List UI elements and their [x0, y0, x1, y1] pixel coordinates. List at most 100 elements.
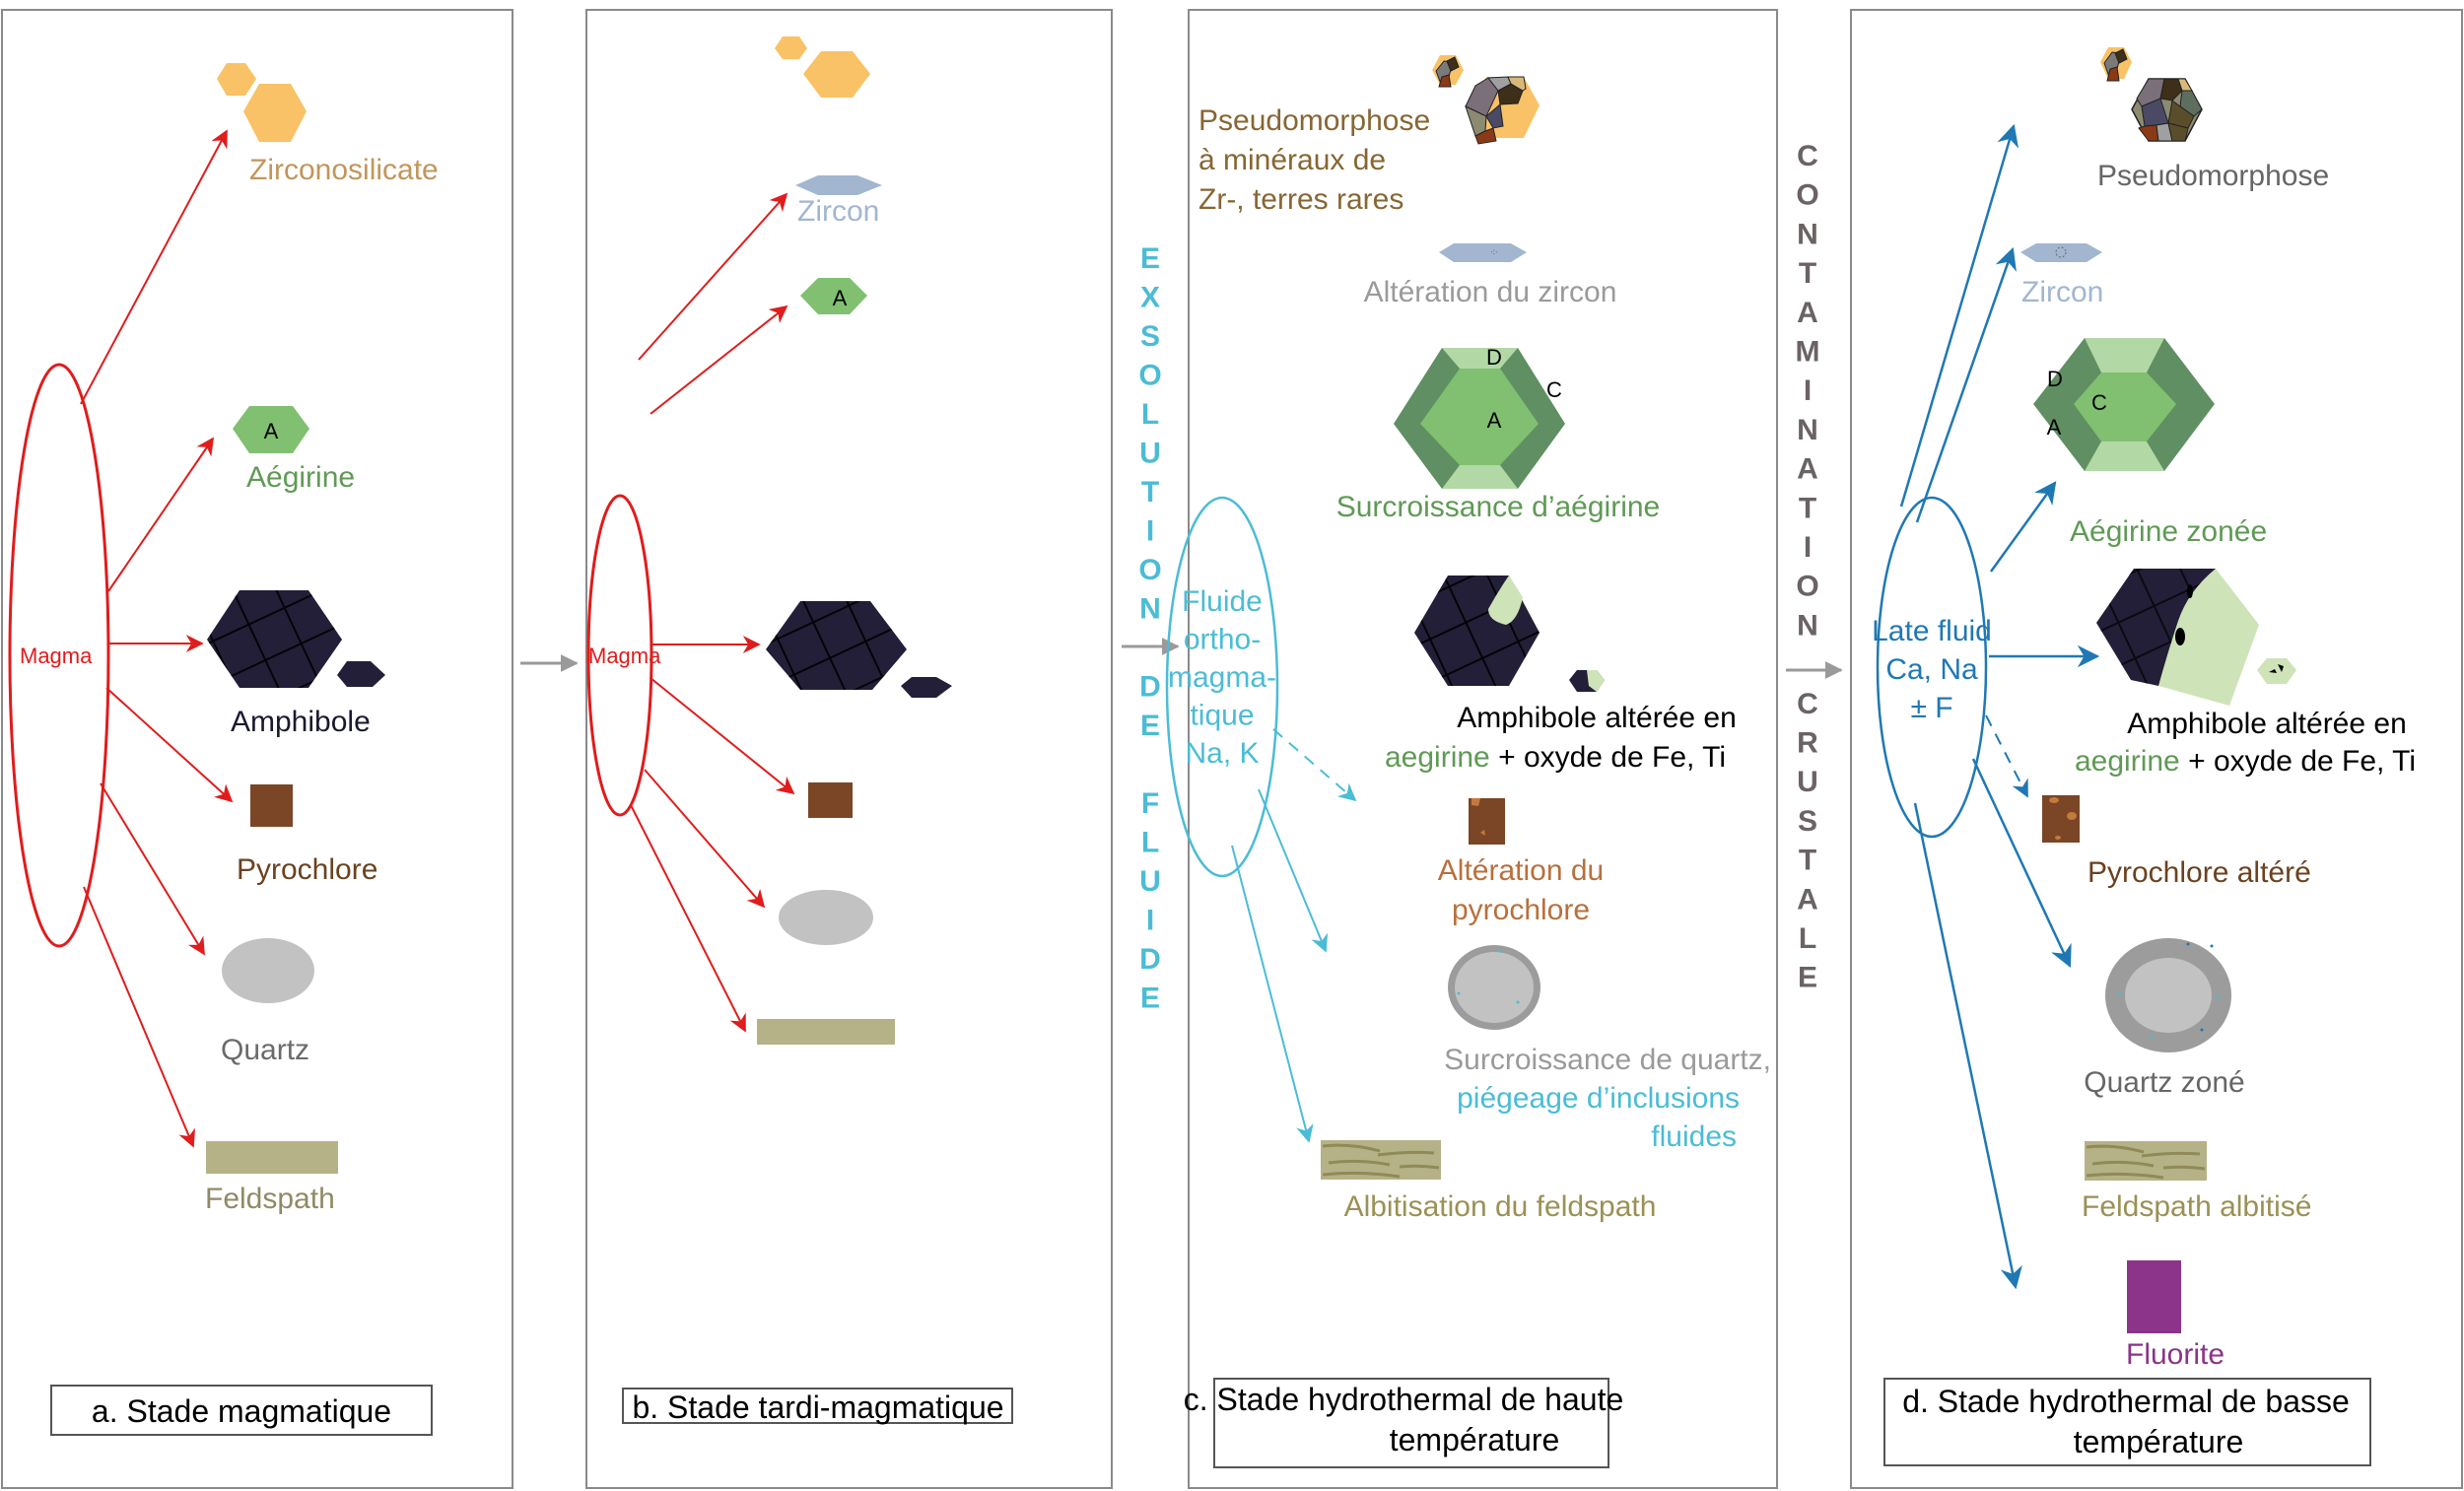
exsolution-letter: D — [1139, 943, 1161, 976]
arrow-to-pyrochlore — [105, 687, 234, 803]
panel-b: Magma Zircon A b. Stade tardi-magmatique — [585, 9, 1113, 1489]
fluid-label-line: tique — [1190, 700, 1254, 732]
panel-a: Magma Zirconosilicate A Aégirine Amphibo… — [1, 9, 513, 1489]
exsolution-letter: E — [1140, 710, 1160, 742]
fluid-label-line: magma- — [1168, 661, 1276, 694]
svg-text:·:·: ·:· — [1490, 247, 1498, 256]
late-fluid-label-line: Ca, Na — [1885, 653, 1978, 686]
amphibole-alteration-label-line2: aegirine + oxyde de Fe, Ti — [1385, 741, 1726, 774]
altered-pyrochlore-crystal — [1469, 798, 1505, 845]
contamination-letter: A — [1797, 883, 1818, 915]
pyrochlore-alteration-label: Altération du pyrochlore — [1438, 854, 1604, 926]
oxide-words: + oxyde de Fe, Ti — [2180, 745, 2416, 778]
contamination-letter: I — [1804, 374, 1812, 407]
zone-d-letter: D — [2047, 367, 2063, 391]
contamination-letter: M — [1796, 336, 1820, 369]
panel-a-frame — [1, 9, 513, 1489]
quartz-crystal — [222, 938, 314, 1003]
zircon-crystal — [795, 175, 882, 195]
arrow-to-quartz — [1971, 758, 2072, 969]
contamination-letter: T — [1799, 845, 1816, 877]
pyrochlore-label: Pyrochlore — [237, 853, 377, 886]
fluid-label-line: ortho- — [1184, 624, 1261, 656]
exsolution-letter: L — [1141, 827, 1159, 859]
panel-c-caption-line1: c. Stade hydrothermal de haute — [1184, 1382, 1624, 1417]
arrow-to-quartz — [100, 782, 205, 956]
panel-c-caption-box — [1213, 1378, 1609, 1468]
exsolution-letter: F — [1141, 787, 1159, 820]
arrow-to-feldspath — [83, 886, 195, 1148]
fluorite-label: Fluorite — [2126, 1338, 2224, 1371]
aegirine-label: Aégirine — [246, 461, 355, 494]
arrow-to-quartz — [1258, 788, 1329, 953]
fluid-label-line: Na, K — [1185, 737, 1259, 770]
amphibole-alteration-label-line2: aegirine + oxyde de Fe, Ti — [2075, 745, 2416, 778]
zone-a-letter: A — [2047, 415, 2062, 440]
arrow-to-aegirine — [650, 305, 788, 415]
magma-source-ellipse — [8, 363, 110, 948]
arrow-to-pyrochlore — [650, 677, 795, 795]
contamination-letter: O — [1796, 179, 1818, 212]
zirconosilicate-large-crystal — [803, 51, 870, 98]
panel-a-caption: a. Stade magmatique — [92, 1393, 391, 1429]
zirconosilicate-label: Zirconosilicate — [249, 154, 439, 186]
amphibole-alteration-label-line1: Amphibole altérée en — [1457, 702, 1737, 734]
contamination-letter: S — [1798, 805, 1817, 838]
magma-label: Magma — [588, 644, 661, 668]
pyrochlore-label-line: pyrochlore — [1452, 894, 1590, 926]
exsolution-letter: E — [1140, 242, 1160, 275]
zoned-aegirine-label: Aégirine zonée — [2070, 515, 2267, 548]
arrow-to-fluorite — [1913, 802, 2022, 1290]
pyrochlore-crystal — [808, 782, 853, 818]
contamination-letter: T — [1799, 257, 1816, 290]
arrow-to-feldspath — [630, 804, 746, 1033]
pseudomorphose-label-line: Zr-, terres rares — [1198, 183, 1403, 216]
zirconosilicate-small-crystal — [217, 63, 256, 96]
altered-amphibole-crystal — [1414, 576, 1605, 692]
contamination-letter: I — [1804, 531, 1812, 564]
exsolution-letter: I — [1146, 515, 1154, 548]
zircon-label: Zircon — [2021, 276, 2103, 308]
arrow-to-zirconosilicate — [80, 129, 228, 405]
contamination-letter: R — [1797, 727, 1818, 760]
arrow-to-quartz — [644, 769, 766, 909]
aegirine-overgrowth-label: Surcroissance d’aégirine — [1336, 491, 1661, 523]
panel-b-caption: b. Stade tardi-magmatique — [632, 1389, 1003, 1425]
panel-d-caption-box — [1883, 1378, 2371, 1466]
quartz-overgrowth-label-line2: piégeage d’inclusions — [1457, 1082, 1740, 1115]
contamination-letter: N — [1797, 414, 1818, 446]
pyrochlore-label-line: Altération du — [1438, 854, 1604, 887]
zirconosilicate-small-crystal — [775, 36, 807, 59]
orthomagmatic-fluid-ellipse — [1165, 496, 1279, 878]
contamination-letter: L — [1799, 922, 1816, 955]
aegirine-core-letter: A — [833, 286, 848, 310]
arrow-to-aegirine — [1989, 481, 2057, 573]
exsolution-letter: D — [1139, 671, 1161, 704]
contamination-letter: C — [1797, 688, 1818, 720]
late-fluid-label-line: Late fluid — [1872, 615, 1992, 647]
panel-d-frame — [1850, 9, 2463, 1489]
quartz-label: Quartz — [221, 1034, 309, 1066]
pseudomorphose-label: Pseudomorphose — [2097, 160, 2329, 192]
amphibole-small-crystal — [337, 661, 385, 687]
pyrochlore-altered-label: Pyrochlore altéré — [2088, 856, 2311, 889]
contamination-letter: T — [1799, 492, 1816, 524]
exsolution-letter: L — [1141, 398, 1159, 431]
zircon-alteration-label: Altération du zircon — [1364, 276, 1617, 308]
exsolution-letter: O — [1138, 554, 1161, 586]
aegirine-overgrowth-crystal — [1394, 348, 1565, 489]
contamination-letter: A — [1797, 297, 1818, 329]
dashed-arrow-to-pyrochlore — [1272, 728, 1357, 802]
contamination-letter: N — [1797, 218, 1818, 250]
arrow-to-zircon — [638, 192, 788, 361]
altered-amphibole-crystal — [2096, 569, 2296, 706]
albitisation-label: Albitisation du feldspath — [1344, 1190, 1657, 1223]
magma-source-ellipse — [586, 494, 653, 817]
